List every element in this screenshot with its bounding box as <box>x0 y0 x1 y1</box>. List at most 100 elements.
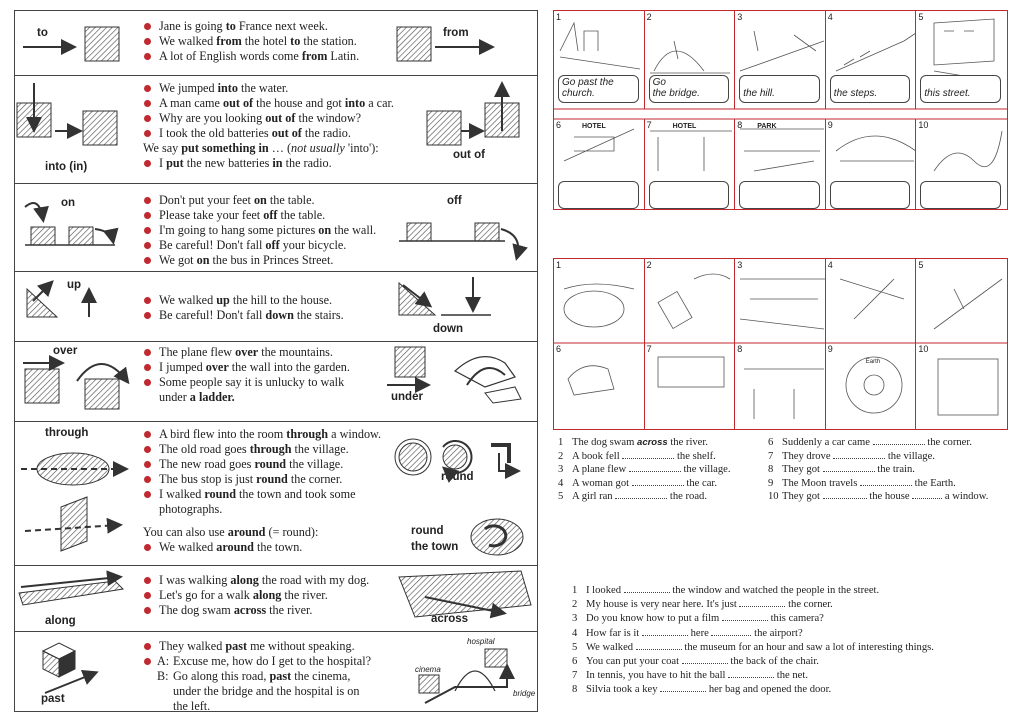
sentence-part: on <box>318 223 332 237</box>
sentence-part: around <box>216 540 254 554</box>
label-hospital: hospital <box>467 637 495 646</box>
label-along: along <box>45 615 76 627</box>
answer-gap[interactable] <box>833 450 886 459</box>
example-sentence: The old road goes through the village. <box>143 442 381 457</box>
sentence-part: over <box>205 360 229 374</box>
example-sentence: The bus stop is just round the corner. <box>143 472 381 487</box>
sentence-part: under the bridge and the hospital is on <box>173 684 360 698</box>
answer-gap[interactable] <box>721 612 768 622</box>
example-sentence: the left. <box>143 699 371 714</box>
answer-gap[interactable] <box>728 669 775 679</box>
answer-bubble[interactable]: the steps. <box>829 75 911 103</box>
sentence-part: I'm going to hang some pictures <box>159 223 319 237</box>
cell-number: 5 <box>918 12 924 22</box>
on-off-diagram <box>24 202 528 261</box>
answer-gap[interactable] <box>660 683 707 693</box>
item-number: 4 <box>572 627 578 639</box>
sentence-part: me without speaking. <box>247 639 355 653</box>
answer-gap[interactable] <box>681 655 728 665</box>
label-to: to <box>37 27 48 39</box>
answer-gap[interactable] <box>711 627 752 636</box>
answer-gap[interactable] <box>822 463 875 472</box>
example-sentence: Please take your feet off the table. <box>143 208 376 223</box>
sentence-part: around <box>227 525 266 539</box>
answer-bubble[interactable] <box>558 181 639 209</box>
item-text: the net. <box>776 670 808 682</box>
answer-gap[interactable] <box>739 598 786 608</box>
item-number: 7 <box>572 670 578 682</box>
sentence-part: the station. <box>300 34 357 48</box>
sentence-part: A lot of English words come <box>159 49 302 63</box>
answer-gap[interactable] <box>635 641 682 650</box>
cell-number: 10 <box>918 120 929 130</box>
answer-bubble[interactable]: the hill. <box>739 75 820 103</box>
sign-text: PARK <box>757 123 777 130</box>
sign-text: HOTEL <box>672 123 697 130</box>
example-sentence: A bird flew into the room through a wind… <box>143 427 381 442</box>
sentence-part: up <box>216 293 230 307</box>
picture-cell: 5 this street. <box>916 11 1007 109</box>
answer-bubble[interactable] <box>920 181 1001 209</box>
answer-gap[interactable] <box>615 490 668 499</box>
label-over: over <box>53 345 78 357</box>
answer-gap[interactable] <box>641 627 688 636</box>
answer-gap[interactable] <box>822 490 867 499</box>
sentence-part: to <box>225 19 236 33</box>
example-sentence: Why are you looking out of the window? <box>143 111 394 126</box>
item-number: 8 <box>572 684 578 696</box>
to-from-diagram <box>23 26 495 62</box>
answer-bubble[interactable] <box>648 181 730 209</box>
cell-number: 10 <box>918 344 929 354</box>
sentence-part: Go along this road, <box>173 669 270 683</box>
answer-gap[interactable] <box>628 463 681 472</box>
answer-gap[interactable] <box>912 490 943 499</box>
answer-bubble[interactable]: this street. <box>920 75 1001 103</box>
cell-number: 8 <box>737 120 743 130</box>
item-number: 3 <box>558 464 564 475</box>
sentence-part: Why are you looking <box>159 111 266 125</box>
answer-gap[interactable] <box>859 477 912 486</box>
item-number: 5 <box>572 641 578 653</box>
label-into: into (in) <box>45 161 88 173</box>
cell-number: 6 <box>556 120 562 130</box>
sentence-part: through <box>286 427 329 441</box>
picture-cell: 6 <box>554 343 645 429</box>
answer-gap[interactable] <box>631 477 684 486</box>
sentence-part: the mountains. <box>258 345 333 359</box>
example-sentence: Jane is going to France next week. <box>143 19 359 34</box>
answer-bubble[interactable] <box>739 181 820 209</box>
section-up-down: up down We walked up the hill to the hou… <box>15 271 537 342</box>
item-number: 8 <box>768 464 774 475</box>
strip-1-sketches <box>554 18 1007 172</box>
example-sentence: Some people say it is unlucky to walk <box>143 375 350 390</box>
item-text: A girl ran <box>572 491 613 502</box>
through-round-examples: A bird flew into the room through a wind… <box>143 427 381 555</box>
section-past: past hospital cinema bridge They walked … <box>15 631 537 714</box>
picture-cell: 2 <box>645 259 736 343</box>
item-number: 5 <box>558 491 564 502</box>
picture-cell: 7 <box>645 343 736 429</box>
answer-bubble[interactable] <box>829 181 911 209</box>
answer-bubble[interactable]: Go past the church. <box>558 75 639 103</box>
answer-gap[interactable] <box>622 450 675 459</box>
sentence-part: photographs. <box>159 502 223 516</box>
answer-gap[interactable] <box>623 584 670 593</box>
sentence-part: I took the old batteries <box>159 126 272 140</box>
earth-label: Earth <box>865 359 881 365</box>
sentence-part: the wall into the garden. <box>228 360 350 374</box>
item-text: The dog swam <box>572 437 635 448</box>
item-text: here <box>690 627 709 639</box>
example-sentence: They walked past me without speaking. <box>143 639 371 654</box>
speaker: B: <box>157 669 169 683</box>
answer-gap[interactable] <box>872 436 925 445</box>
example-sentence: I was walking along the road with my dog… <box>143 573 369 588</box>
example-sentence: under the bridge and the hospital is on <box>143 684 371 699</box>
sentence-part: the left. <box>173 699 211 713</box>
sentence-part: the bus in Princes Street. <box>209 253 334 267</box>
sentence-part: We walked <box>159 293 217 307</box>
